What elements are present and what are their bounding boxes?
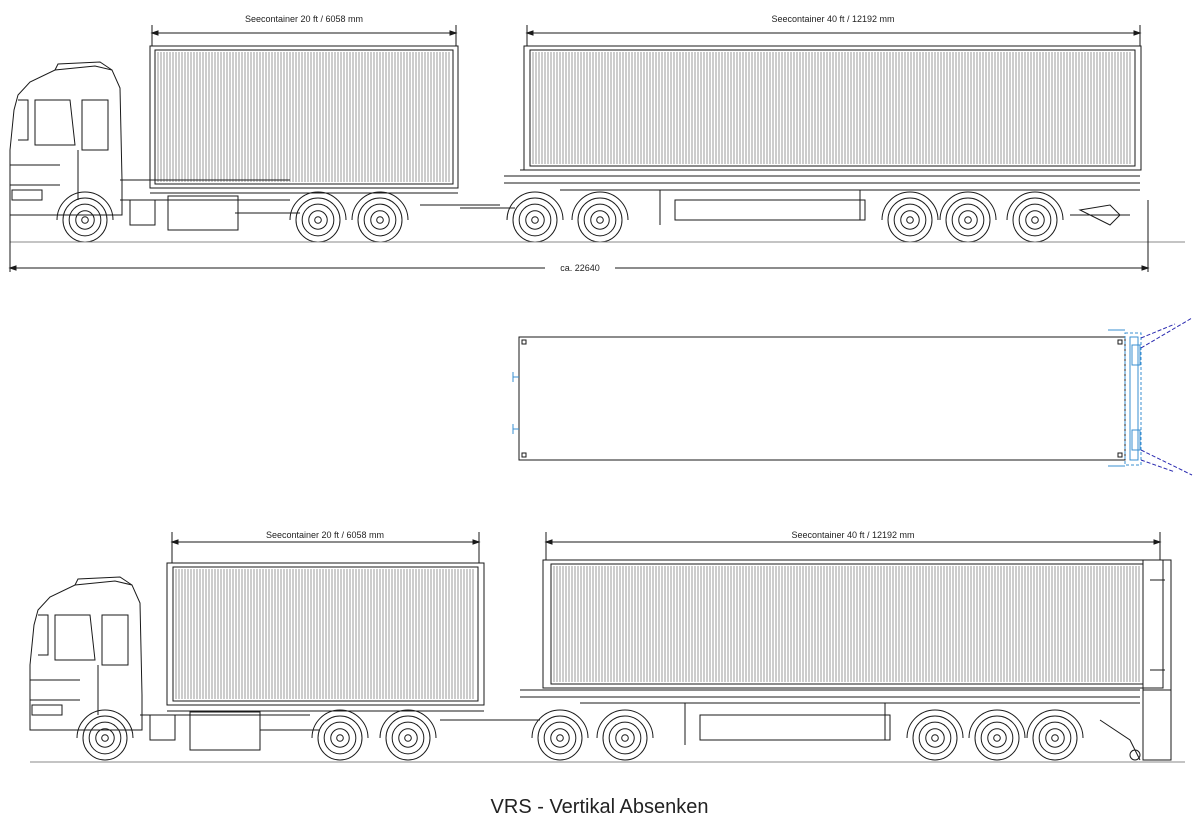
container-40ft-top: [504, 45, 1142, 184]
container-20ft-bottom: [166, 562, 485, 712]
dimension-overall: [8, 200, 1150, 272]
wheel: [76, 709, 134, 761]
wheel: [968, 709, 1026, 761]
bottom-side-view: Seecontainer 20 ft / 6058 mm Seecontaine…: [29, 530, 1185, 763]
wheel: [351, 191, 409, 243]
wheel: [1026, 709, 1084, 761]
rear-lift-column: [1099, 559, 1172, 761]
dimension-label-overall: ca. 22640: [560, 263, 600, 273]
drawbar-arms: [1140, 317, 1193, 476]
twistlock-markers: [512, 372, 519, 434]
trailer-frame-top: [560, 189, 1140, 226]
rear-lift-support: [1108, 329, 1142, 467]
wheel: [596, 709, 654, 761]
dimension-label-20ft: Seecontainer 20 ft / 6058 mm: [245, 14, 363, 24]
dimension-20ft-bottom: [170, 532, 481, 563]
dimension-40ft: [525, 25, 1142, 46]
trailer-frame-bottom: [580, 702, 1140, 745]
wheel: [289, 191, 347, 243]
plan-view: [512, 317, 1193, 476]
wheels-top: [56, 191, 1064, 243]
dimension-20ft: [150, 25, 458, 46]
container-20ft-top: [149, 45, 459, 194]
top-side-view: Seecontainer 20 ft / 6058 mm Seecontaine…: [8, 14, 1185, 273]
dimension-40ft-bottom: [544, 532, 1162, 560]
dimension-label-40ft-bottom: Seecontainer 40 ft / 12192 mm: [791, 530, 914, 540]
wheel: [881, 191, 939, 243]
drawing-caption: VRS - Vertikal Absenken: [490, 796, 709, 818]
wheels-bottom: [76, 709, 1084, 761]
wheel: [939, 191, 997, 243]
wheel: [506, 191, 564, 243]
truck-frame-bottom: [149, 711, 540, 751]
wheel: [56, 191, 114, 243]
truck-cab-bottom: [29, 576, 310, 731]
wheel: [379, 709, 437, 761]
wheel: [311, 709, 369, 761]
container-40ft-bottom: [520, 559, 1164, 698]
truck-cab-top: [9, 61, 290, 216]
dimension-label-20ft-bottom: Seecontainer 20 ft / 6058 mm: [266, 530, 384, 540]
wheel: [531, 709, 589, 761]
dimension-label-40ft: Seecontainer 40 ft / 12192 mm: [771, 14, 894, 24]
container-40ft-plan: [518, 336, 1126, 461]
wheel: [906, 709, 964, 761]
wheel: [1006, 191, 1064, 243]
wheel: [571, 191, 629, 243]
truck-frame-top: [129, 195, 515, 231]
